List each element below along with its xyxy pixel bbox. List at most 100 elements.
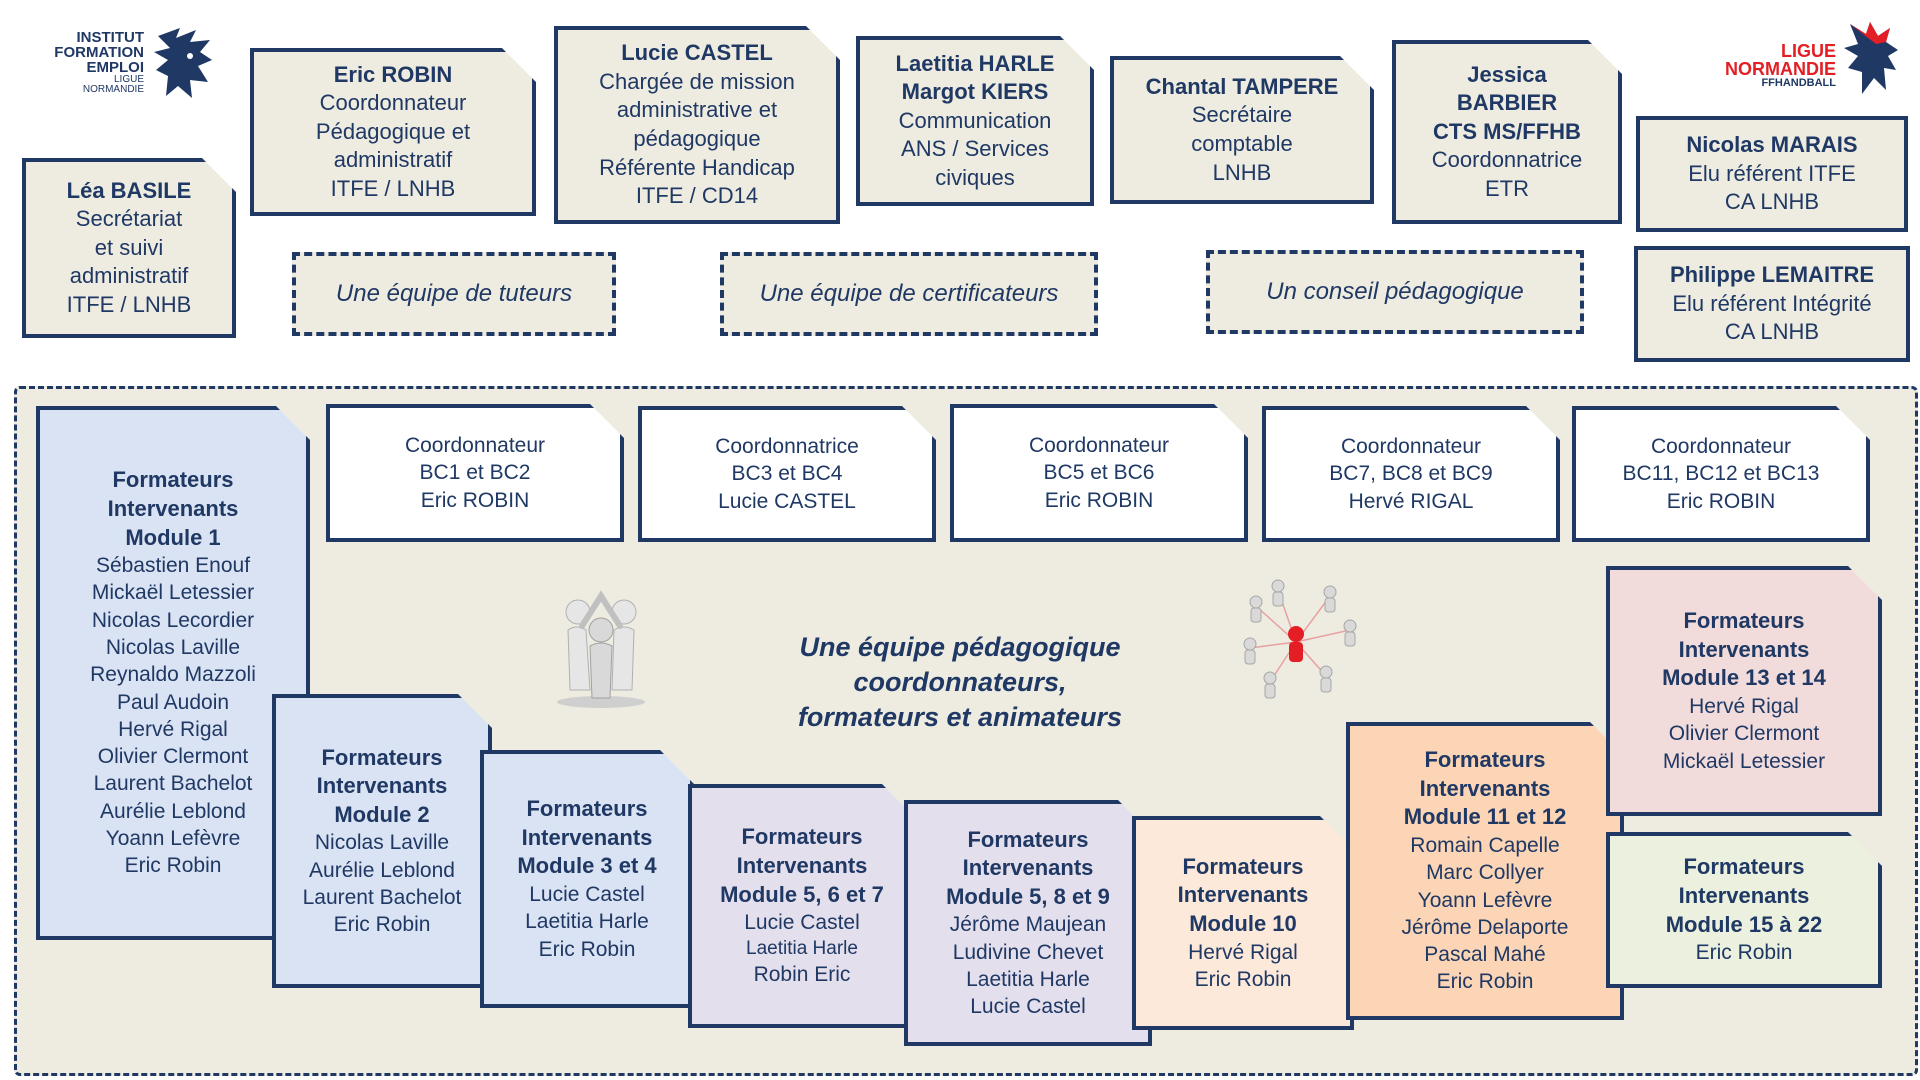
caption-line: coordonnateurs, [853,667,1067,698]
trainer-name: Yoann Lefèvre [105,827,241,851]
staff-role: et suivi [94,234,164,260]
team-module: Module 5, 6 et 7 [720,881,884,907]
trainer-name: Laetitia Harle [746,937,858,959]
staff-name: Chantal TAMPERE [1145,73,1339,99]
staff-card-lea-basile: Léa BASILE Secrétariat et suivi administ… [22,158,236,338]
trainer-name: Aurélie Leblond [309,858,455,882]
team-title: Formateurs [1182,853,1304,879]
group-conseil-pedagogique: Un conseil pédagogique [1206,250,1584,334]
trainer-name: Jérôme Delaporte [1401,915,1569,939]
team-module: Module 15 à 22 [1665,911,1823,937]
trainer-name: Yoann Lefèvre [1417,888,1553,912]
coordinator-name: Eric ROBIN [1044,488,1154,512]
logo-ligue-normandie: LIGUE NORMANDIE FFHANDBALL [1690,20,1910,100]
team-title: Formateurs [321,744,443,770]
group-label: Une équipe de certificateurs [759,280,1059,307]
team-card-module-13-14: Formateurs Intervenants Module 13 et 14 … [1606,566,1882,816]
trainer-name: Romain Capelle [1410,834,1560,857]
logo-institut-formation-emploi: INSTITUT FORMATION EMPLOI LIGUE NORMANDI… [22,26,222,106]
trainer-name: Laurent Bachelot [93,772,253,796]
trainer-name: Jérôme Maujean [949,913,1107,937]
trainer-name: Sébastien Enouf [95,554,251,578]
trainer-name: Nicolas Laville [105,636,241,659]
team-card-module-15-22: Formateurs Intervenants Module 15 à 22 E… [1606,832,1882,988]
teamwork-figures-icon [557,590,645,708]
staff-role: comptable [1191,131,1293,156]
logo-left-line-4: LIGUE [113,74,144,85]
trainer-name: Laurent Bachelot [302,885,462,909]
coordinator-blocks: BC7, BC8 et BC9 [1329,462,1493,486]
logo-left-line-5: NORMANDIE [82,84,144,95]
coordinator-blocks: BC3 et BC4 [731,462,843,486]
team-title: Intervenants [107,495,239,521]
staff-name: Lucie CASTEL [621,40,773,66]
trainer-name: Olivier Clermont [97,745,249,769]
coordinator-blocks: BC11, BC12 et BC13 [1622,462,1820,486]
trainer-name: Pascal Mahé [1424,943,1546,967]
logo-left-line-2: FORMATION [54,44,144,61]
team-title: Intervenants [1678,636,1810,662]
caption-line: formateurs et animateurs [797,702,1123,733]
team-card-module-3-4: Formateurs Intervenants Module 3 et 4 Lu… [480,750,694,1008]
trainer-name: Lucie Castel [970,995,1086,1019]
staff-role: Secrétaire [1191,102,1293,128]
trainer-name: Laetitia Harle [966,967,1090,991]
trainer-name: Hervé Rigal [118,717,228,741]
team-module: Module 5, 8 et 9 [946,883,1110,909]
staff-name: Léa BASILE [66,177,192,203]
staff-role: Coordonnatrice [1431,147,1583,173]
network-people-icon [1243,579,1357,699]
team-card-module-5-6-7: Formateurs Intervenants Module 5, 6 et 7… [688,784,916,1028]
team-card-module-1: Formateurs Intervenants Module 1 Sébasti… [36,406,310,940]
coordinator-card-bc1-bc2: Coordonnateur BC1 et BC2 Eric ROBIN [326,404,624,542]
trainer-name: Paul Audoin [116,690,230,714]
trainer-name: Hervé Rigal [1689,694,1799,718]
staff-org: ITFE / CD14 [635,183,759,209]
coordinator-name: Hervé RIGAL [1348,489,1474,513]
staff-name: Margot KIERS [901,79,1049,105]
staff-name: Nicolas MARAIS [1686,132,1858,158]
group-certificateurs: Une équipe de certificateurs [720,252,1098,336]
team-card-module-10: Formateurs Intervenants Module 10 Hervé … [1132,816,1354,1030]
coordinator-name: Eric ROBIN [1666,489,1776,513]
team-title: Intervenants [736,853,868,879]
coordinator-name: Lucie CASTEL [718,489,856,513]
coordinator-card-bc5-bc6: Coordonnateur BC5 et BC6 Eric ROBIN [950,404,1248,542]
staff-role: Pédagogique et [315,118,471,144]
staff-card-harle-kiers: Laetitia HARLE Margot KIERS Communicatio… [856,36,1094,206]
staff-role: Elu référent Intégrité [1672,290,1872,316]
coordinator-title: Coordonnateur [1340,435,1482,459]
rooster-icon [1844,22,1898,94]
coordinator-title: Coordonnateur [1028,434,1170,458]
staff-role: administratif [333,147,453,173]
coordinator-title: Coordonnateur [1650,435,1792,459]
trainer-name: Marc Collyer [1426,861,1544,885]
team-title: Intervenants [1678,883,1810,909]
team-module: Module 1 [125,524,221,550]
staff-role: civiques [935,164,1015,190]
trainer-name: Eric Robin [1436,970,1534,994]
trainer-name: Eric Robin [333,913,431,937]
trainer-name: Aurélie Leblond [100,799,246,823]
staff-card-eric-robin: Eric ROBIN Coordonnateur Pédagogique et … [250,48,536,216]
team-title: Intervenants [316,773,448,799]
coordinator-blocks: BC1 et BC2 [419,461,531,485]
team-title: Intervenants [521,824,653,850]
team-module: Module 2 [334,801,430,827]
pedagogical-team-caption: Une équipe pédagogique coordonnateurs, f… [740,630,1180,735]
team-module: Module 10 [1189,911,1297,936]
staff-name: Jessica [1467,61,1547,87]
trainer-name: Mickaël Letessier [91,581,255,605]
team-module: Module 3 et 4 [517,853,657,879]
logo-right-line-1: LIGUE [1780,41,1836,61]
staff-org: ITFE / LNHB [330,175,456,201]
staff-role: Coordonnateur [319,90,467,116]
team-card-module-2: Formateurs Intervenants Module 2 Nicolas… [272,694,492,988]
staff-role: Chargée de mission [599,68,795,94]
team-title: Formateurs [112,467,234,493]
staff-name: Eric ROBIN [333,61,453,87]
team-title: Formateurs [1683,854,1805,880]
team-title: Formateurs [741,824,863,850]
trainer-name: Eric Robin [124,854,222,878]
trainer-name: Hervé Rigal [1188,940,1298,964]
